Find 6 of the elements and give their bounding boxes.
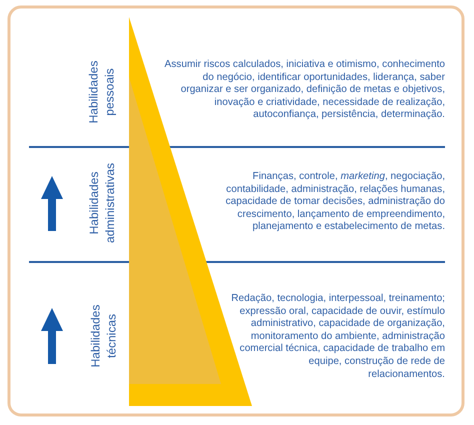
- section-heading: Habilidades técnicas: [86, 304, 119, 368]
- skill-description: Redação, tecnologia, interpessoal, treinamento; expressão oral, capacidade de ouvir, estímulo administrativo, capacidade de organização, monitoramento do ambiente, administração comercial técnica, capacidade de trabalho em equipe, construção de rede de relacionamentos.: [231, 293, 445, 382]
- section-heading: Habilidades administrativas: [86, 162, 118, 244]
- section-heading: Habilidades pessoais: [84, 60, 117, 124]
- skill-description: Finanças, controle, marketing, negociação, contabilidade, administração, relações humanas, capacidade de tomar decisões, administração do crescimento, lançamento de empreendimento, planejamento e estabelecimento de metas.: [224, 171, 445, 234]
- skill-description: Assumir riscos calculados, iniciativa e otimismo, conhecimento do negócio, identificar oportunidades, liderança, saber organizar e ser organizado, definição de metas e objetivos, inovação e criatividade, necessidade de realização, autoconfiança, persistência, determinação.: [164, 59, 445, 122]
